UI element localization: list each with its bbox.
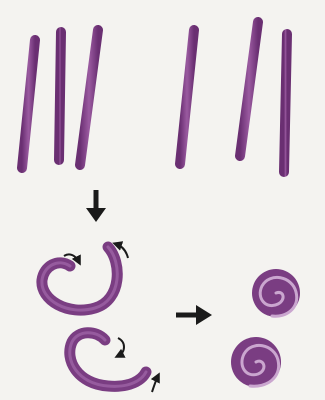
curling-rod (42, 244, 128, 310)
straight-rod (284, 34, 287, 172)
curved-arrow-icon (118, 338, 124, 356)
curved-arrow-icon (152, 376, 158, 392)
straight-rod (80, 30, 98, 165)
straight-rod (240, 22, 258, 156)
coiled-spiral (231, 337, 281, 387)
straight-rod (22, 40, 35, 168)
straight-rod (59, 32, 61, 160)
arrow-right-icon (176, 305, 212, 325)
arrow-down-icon (86, 190, 106, 222)
straight-rod (180, 30, 194, 164)
curling-rod (70, 333, 158, 392)
straight-rods-group (22, 20, 315, 178)
coiled-spiral (252, 269, 300, 317)
